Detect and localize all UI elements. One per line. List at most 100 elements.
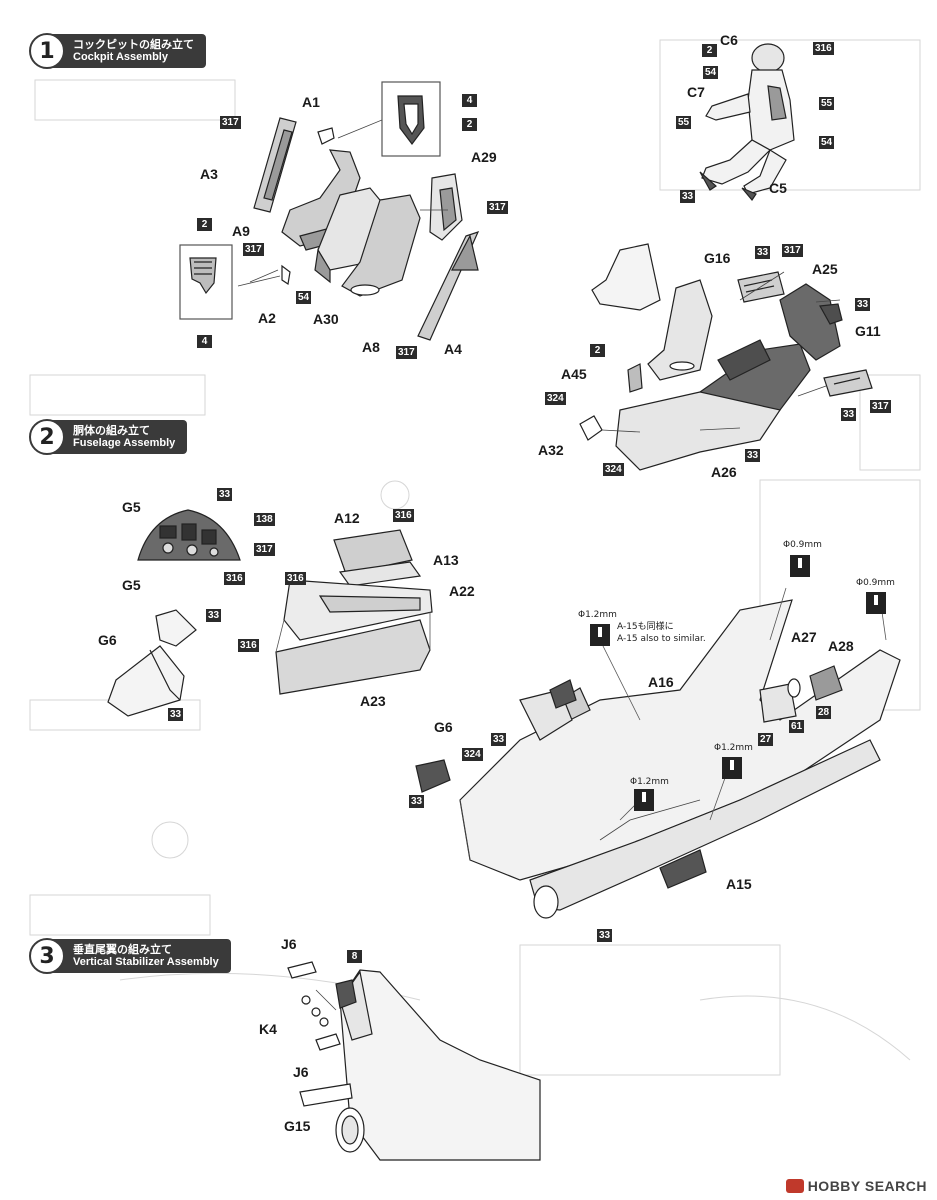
color-code-33: 33 <box>680 190 696 203</box>
color-code-54: 54 <box>703 66 719 79</box>
color-code-33: 33 <box>841 408 857 421</box>
color-code-138: 138 <box>254 513 275 526</box>
part-label: A45 <box>561 366 587 382</box>
drill-size-label: Φ1.2mm <box>714 743 753 753</box>
color-code-317: 317 <box>220 116 241 129</box>
part-label: A25 <box>812 261 838 277</box>
color-code-33: 33 <box>755 246 771 259</box>
a15-note-en: A-15 also to similar. <box>617 634 706 644</box>
color-code-33: 33 <box>855 298 871 311</box>
part-label: C7 <box>687 84 705 100</box>
step-3-header: 3 垂直尾翼の組み立て Vertical Stabilizer Assembly <box>29 938 231 974</box>
color-code-324: 324 <box>462 748 483 761</box>
drill-size-label: Φ1.2mm <box>630 777 669 787</box>
color-code-4: 4 <box>462 94 477 107</box>
part-label: C5 <box>769 180 787 196</box>
step-2-header: 2 胴体の組み立て Fuselage Assembly <box>29 419 188 455</box>
color-code-2: 2 <box>590 344 605 357</box>
color-code-2: 2 <box>197 218 212 231</box>
color-code-317: 317 <box>254 543 275 556</box>
color-code-324: 324 <box>545 392 566 405</box>
color-code-33: 33 <box>217 488 233 501</box>
color-code-316: 316 <box>238 639 259 652</box>
color-code-28: 28 <box>816 706 832 719</box>
color-code-316: 316 <box>285 572 306 585</box>
part-label: G15 <box>284 1118 311 1134</box>
part-label: A12 <box>334 510 360 526</box>
color-code-317: 317 <box>870 400 891 413</box>
color-code-27: 27 <box>758 733 774 746</box>
color-code-33: 33 <box>168 708 184 721</box>
watermark-text: HOBBY SEARCH <box>807 1178 927 1194</box>
color-code-2: 2 <box>462 118 477 131</box>
color-code-317: 317 <box>487 201 508 214</box>
part-label: A15 <box>726 876 752 892</box>
part-label: G5 <box>122 577 141 593</box>
drill-hole-icon <box>590 624 610 646</box>
part-label: G6 <box>98 632 117 648</box>
color-code-324: 324 <box>603 463 624 476</box>
hobby-search-logo-icon <box>785 1179 804 1193</box>
step-1-title-en: Cockpit Assembly <box>73 51 168 63</box>
fuselage-main-drawing <box>415 587 901 919</box>
color-code-33: 33 <box>206 609 222 622</box>
color-code-316: 316 <box>224 572 245 585</box>
color-code-8: 8 <box>347 950 362 963</box>
drill-size-label: Φ0.9mm <box>783 540 822 550</box>
drill-size-label: Φ1.2mm <box>578 610 617 620</box>
part-label: G6 <box>434 719 453 735</box>
color-code-55: 55 <box>676 116 692 129</box>
step-2-number: 2 <box>29 419 65 455</box>
part-label: J6 <box>293 1064 309 1080</box>
part-label: A22 <box>449 583 475 599</box>
part-label: A3 <box>200 166 218 182</box>
part-label: A9 <box>232 223 250 239</box>
drill-hole-icon <box>634 789 654 811</box>
drill-hole-icon <box>866 592 886 614</box>
part-label: J6 <box>281 936 297 952</box>
color-code-33: 33 <box>745 449 761 462</box>
color-code-4: 4 <box>197 335 212 348</box>
step-2-title-jp: 胴体の組み立て <box>73 424 150 437</box>
step2-panel-drawing <box>107 509 241 717</box>
fuselage-halves-drawing <box>275 529 433 695</box>
part-label: C6 <box>720 32 738 48</box>
color-code-33: 33 <box>491 733 507 746</box>
pilot-figure-drawing <box>699 43 795 202</box>
watermark: HOBBY SEARCH <box>785 1178 927 1194</box>
step-3-number: 3 <box>29 938 65 974</box>
part-label: A23 <box>360 693 386 709</box>
part-label: A30 <box>313 311 339 327</box>
color-code-316: 316 <box>813 42 834 55</box>
step-2-title-en: Fuselage Assembly <box>73 437 176 449</box>
part-label: A4 <box>444 341 462 357</box>
step3-stabilizer-drawing <box>287 961 541 1161</box>
color-code-316: 316 <box>393 509 414 522</box>
color-code-54: 54 <box>296 291 312 304</box>
step-3-title-jp: 垂直尾翼の組み立て <box>73 943 172 956</box>
color-code-55: 55 <box>819 97 835 110</box>
part-label: A27 <box>791 629 817 645</box>
color-code-61: 61 <box>789 720 805 733</box>
step-1-title-jp: コックピットの組み立て <box>73 38 194 51</box>
color-code-317: 317 <box>782 244 803 257</box>
cockpit-tub-drawing <box>579 243 873 471</box>
drill-hole-icon <box>722 757 742 779</box>
step-1-header: 1 コックピットの組み立て Cockpit Assembly <box>29 33 206 69</box>
part-label: A28 <box>828 638 854 654</box>
step1-cockpit-drawing <box>179 81 480 341</box>
part-label: A29 <box>471 149 497 165</box>
color-code-33: 33 <box>597 929 613 942</box>
part-label: A2 <box>258 310 276 326</box>
step-1-number: 1 <box>29 33 65 69</box>
part-label: A16 <box>648 674 674 690</box>
drill-size-label: Φ0.9mm <box>856 578 895 588</box>
color-code-317: 317 <box>396 346 417 359</box>
part-label: A8 <box>362 339 380 355</box>
color-code-317: 317 <box>243 243 264 256</box>
part-label: A1 <box>302 94 320 110</box>
step-3-title-en: Vertical Stabilizer Assembly <box>73 956 219 968</box>
drill-hole-icon <box>790 555 810 577</box>
